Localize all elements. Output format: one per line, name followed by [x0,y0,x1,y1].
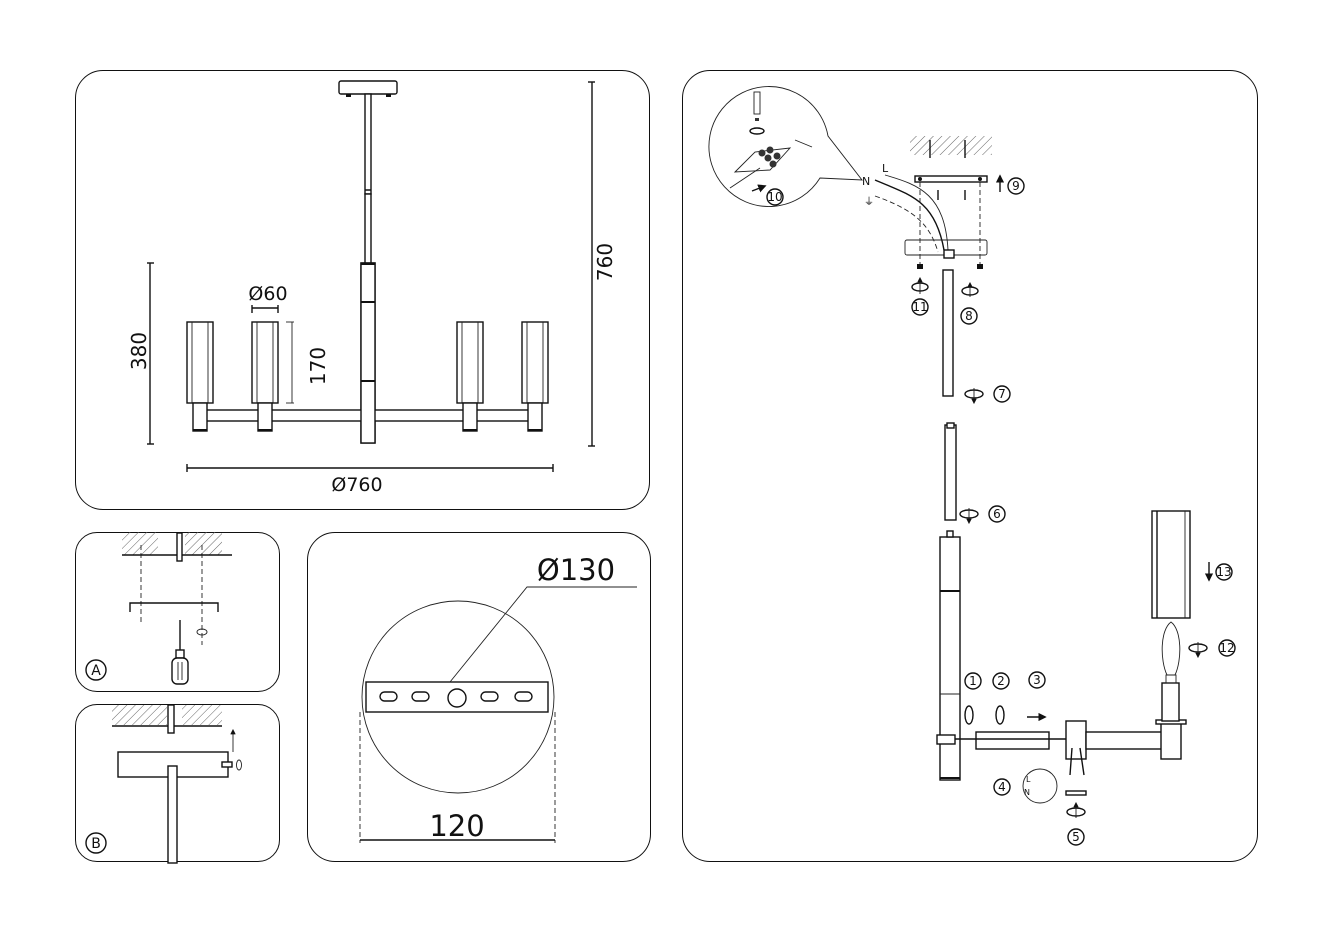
glass-shade [1151,510,1191,619]
step-1-badge [964,672,982,690]
step-12-label: 12 [1219,641,1234,655]
dim-total-diameter-label: Ø760 [331,474,382,496]
panel-a-badge [85,659,107,681]
lamp-socket [1161,682,1180,722]
step-5-badge [1067,828,1085,846]
step-11-label: 11 [912,300,927,314]
step-12-badge [1218,639,1236,657]
step-1-label: 1 [969,674,977,688]
step-4-label: 4 [998,780,1006,794]
bulb-icon [1161,621,1181,676]
step-6-badge [988,505,1006,523]
middle-rod [944,424,957,521]
step-4-badge [993,778,1011,796]
dim-shade-diameter [251,305,279,313]
step-10-badge [766,188,784,206]
dim-body-height-label: 380 [127,332,151,370]
upper-rod [942,269,954,397]
wiring-detail-bubble [1022,768,1058,804]
shade-1 [186,321,214,432]
arm-tube [975,731,1050,750]
canopy-diameter-label: Ø130 [537,553,615,587]
step-11-badge [911,298,929,316]
canopy-circle [361,600,555,794]
wire-label-n: N [862,175,870,188]
junction-box [1065,720,1087,760]
step-10-label: 10 [767,190,782,204]
step-8-label: 8 [965,309,973,323]
panel-b-badge [85,832,107,854]
detail-label-n: N [1024,788,1030,797]
step-8-badge [960,307,978,325]
step-9-badge [1007,177,1025,195]
dim-shade-height [286,321,294,404]
step-13-badge [1215,563,1233,581]
shade-4 [521,321,549,432]
wire-label-ground: ⏚ [864,196,874,208]
screwdriver-icon [171,620,189,685]
dim-body-height [147,262,154,445]
panel-a-label: A [91,663,101,679]
terminal-detail-bubble [708,86,863,207]
shade-2 [251,321,279,432]
step-5-label: 5 [1072,830,1080,844]
step-2-label: 2 [997,674,1005,688]
dim-total-height-label: 760 [593,243,617,281]
dim-total-diameter [186,464,554,472]
dim-shade-diameter-label: Ø60 [248,283,287,305]
step-13-label: 13 [1216,565,1231,579]
step-2-badge [992,672,1010,690]
hole-spacing-label: 120 [429,809,484,843]
step-3-label: 3 [1033,673,1041,687]
step-7-label: 7 [998,387,1006,401]
shade-3 [456,321,484,432]
terminal-block-icon [729,91,813,193]
detail-label-l: L [1026,775,1031,784]
panel-b-label: B [91,836,101,852]
ceiling [910,136,992,155]
dim-total-height [588,81,595,447]
dim-shade-height-label: 170 [306,347,330,385]
mounting-bar-assembly [914,175,988,183]
step-3-badge [1028,671,1046,689]
step-6-label: 6 [993,507,1001,521]
wire-label-l: L [882,162,889,175]
step-7-badge [993,385,1011,403]
step-9-label: 9 [1012,179,1020,193]
